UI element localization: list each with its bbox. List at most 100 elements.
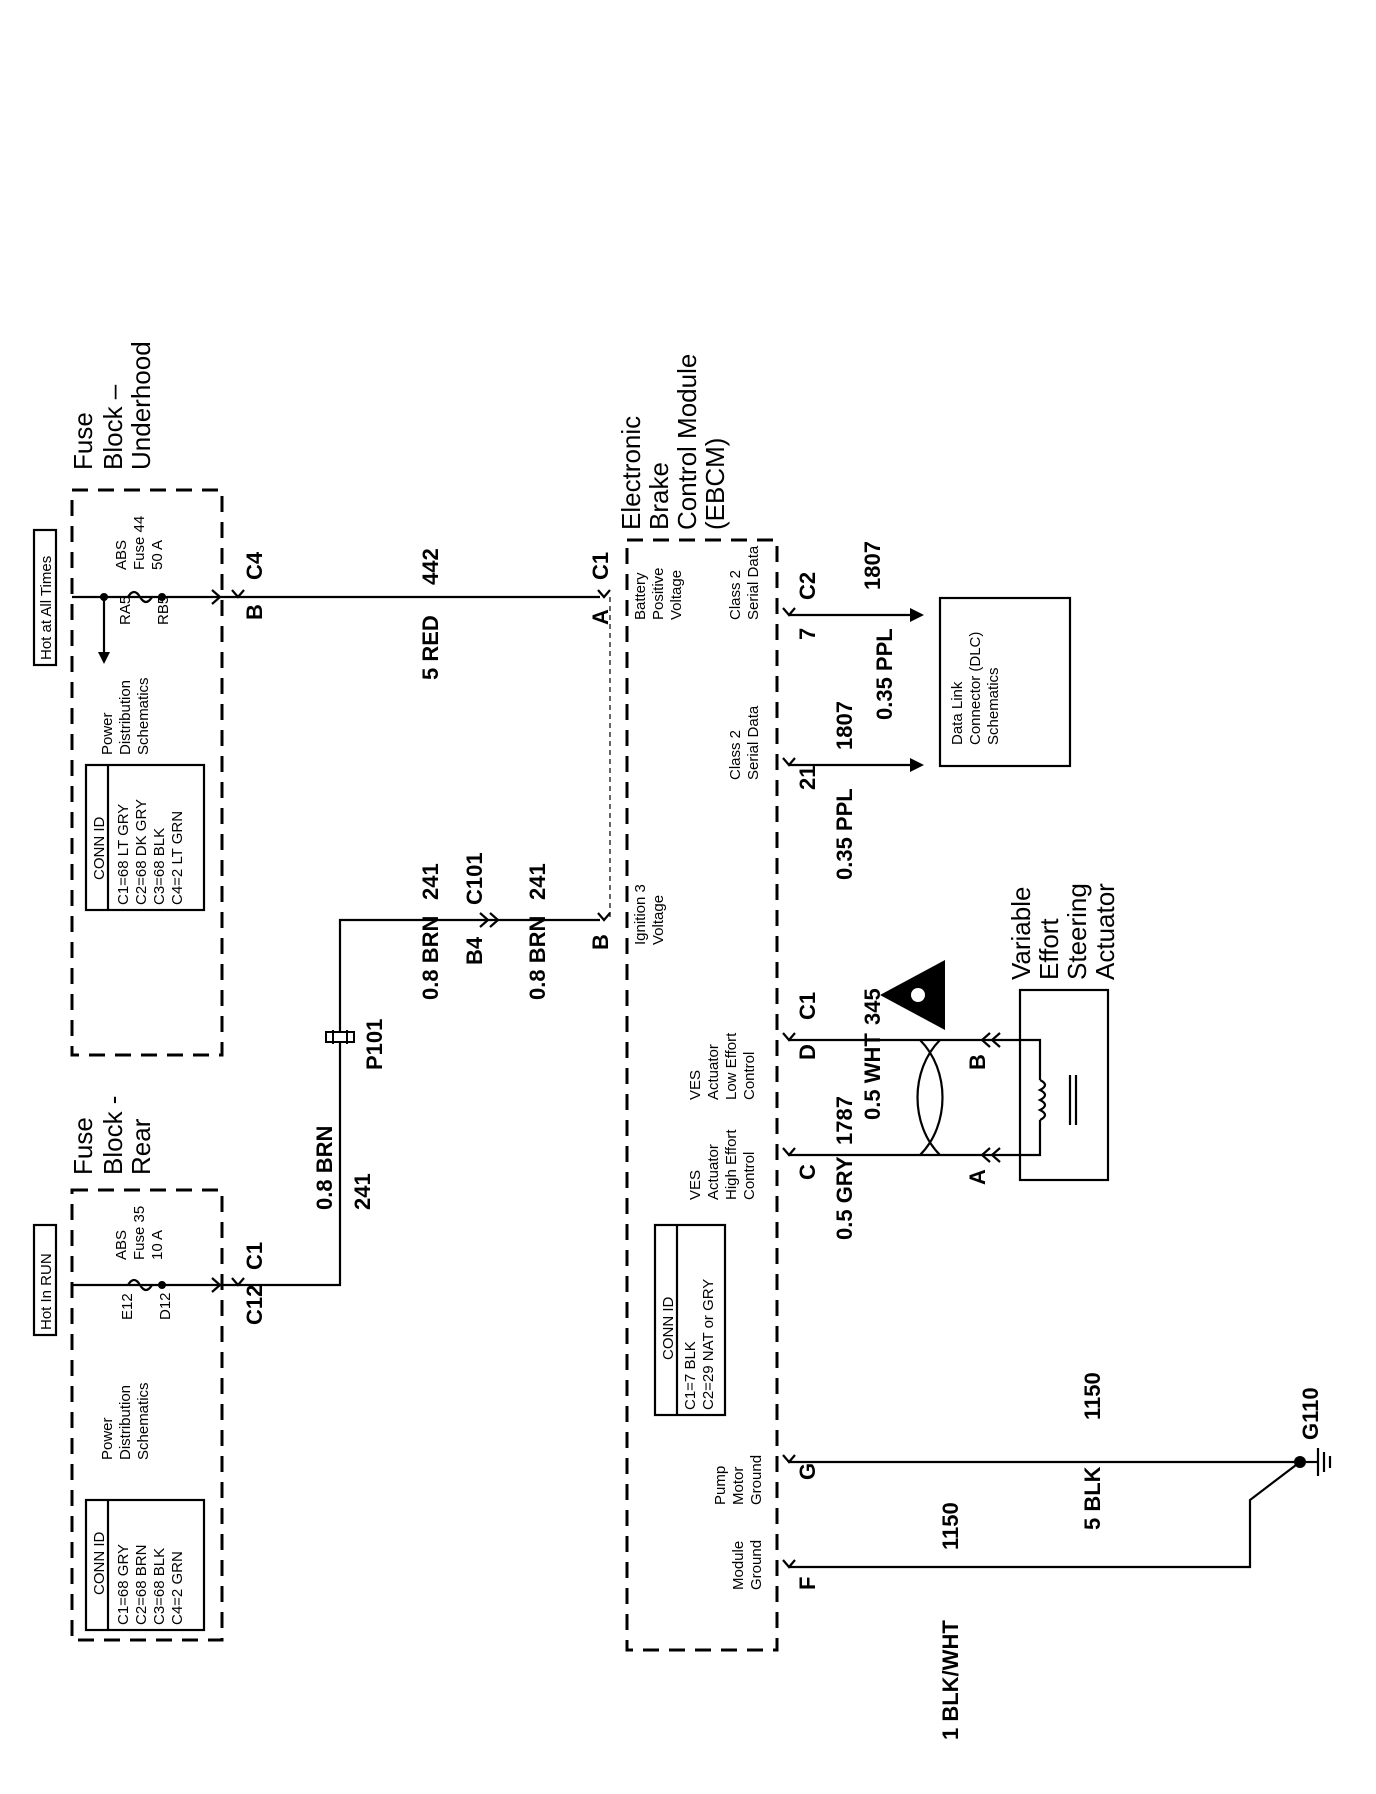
fuse-35-label-2: Fuse 35	[131, 1206, 148, 1260]
battery-voltage-2: Positive	[650, 567, 667, 620]
arrow-right-icon	[910, 758, 924, 772]
ebcm-c2: C2	[795, 572, 820, 600]
rear-pin-c12: C12	[242, 1285, 267, 1325]
wht-gauge: 0.5 WHT	[860, 1033, 885, 1120]
rear-conn-line-1: C1=68 GRY	[115, 1544, 132, 1625]
ebcm-title-4: (EBCM)	[700, 438, 730, 530]
ignition-2: Voltage	[650, 895, 667, 945]
connector-c4: C4	[242, 551, 267, 580]
rear-conn-line-2: C2=68 BRN	[133, 1545, 150, 1625]
blkwht-gauge: 1 BLK/WHT	[938, 1620, 963, 1740]
battery-voltage-1: Battery	[632, 572, 649, 620]
ppl-gauge-a: 0.35 PPL	[832, 788, 857, 880]
pin-fork-icon	[597, 589, 611, 599]
fuse-block-rear: Fuse Block - Rear Hot In RUN CONN ID C1=…	[32, 1096, 267, 1642]
actuator-connector-b-icon	[980, 1032, 1001, 1048]
battery-voltage-3: Voltage	[668, 570, 685, 620]
actuator-pin-b: B	[965, 1054, 990, 1070]
pump-ground-1: Pump	[712, 1466, 729, 1505]
fuse-block-rear-title-2: Block -	[98, 1096, 128, 1175]
fuse-44-label-2: Fuse 44	[131, 516, 148, 570]
brn-gauge-low: 0.8 BRN	[312, 1126, 337, 1210]
fuse-block-underhood-outline	[70, 488, 224, 1057]
actuator-box	[1018, 988, 1110, 1182]
arrow-right-icon	[910, 608, 924, 622]
rear-connector-c1: C1	[242, 1242, 267, 1270]
ppl-circuit-b: 1807	[860, 541, 885, 590]
fuse-44-icon	[127, 590, 153, 604]
ebcm-outline	[625, 538, 779, 1652]
ebcm-c1-mid: C1	[795, 992, 820, 1020]
ebcm-conn-id-title: CONN ID	[660, 1297, 677, 1361]
underhood-power-dist-2: Distribution	[117, 680, 134, 755]
underhood-conn-line-2: C2=68 DK GRY	[133, 799, 150, 905]
ves-low-2: Actuator	[705, 1044, 722, 1100]
ra5-label: RA5	[117, 596, 134, 625]
dlc-box	[938, 596, 1072, 768]
class2-b-1: Class 2	[727, 570, 744, 620]
ves-high-1: VES	[687, 1170, 704, 1200]
b4-label: B4	[462, 936, 487, 965]
underhood-conn-line-4: C4=2 LT GRN	[169, 811, 186, 905]
brn-circuit-mid: 241	[525, 863, 550, 900]
connector-chevron-icon	[211, 1277, 222, 1293]
ves-low-3: Low Effort	[723, 1032, 740, 1100]
underhood-conn-id-title: CONN ID	[91, 817, 108, 881]
blk-gauge: 5 BLK	[1080, 1466, 1105, 1530]
rear-power-dist-2: Distribution	[117, 1385, 134, 1460]
rear-conn-line-4: C4=2 GRN	[169, 1551, 186, 1625]
ebcm-conn-line-2: C2=29 NAT or GRY	[700, 1279, 717, 1410]
fuse-block-rear-title-3: Rear	[126, 1118, 156, 1175]
rb5-label: RB5	[155, 596, 172, 625]
ignition-1: Ignition 3	[632, 884, 649, 945]
fuse-block-rear-title-1: Fuse	[68, 1117, 98, 1175]
ves-high-4: Control	[741, 1152, 758, 1200]
brn-gauge-mid: 0.8 BRN	[525, 916, 550, 1000]
ves-high-3: High Effort	[723, 1129, 740, 1200]
brn-circuit-top: 241	[418, 863, 443, 900]
ebcm-pin-a: A	[588, 609, 613, 625]
ebcm-pin-7: 7	[795, 628, 820, 640]
ppl-gauge-b: 0.35 PPL	[872, 628, 897, 720]
wire-241-brn	[222, 918, 600, 1287]
rear-conn-id-box	[84, 1498, 206, 1632]
fuse-block-underhood-title-3: Underhood	[126, 341, 156, 470]
rear-conn-line-3: C3=68 BLK	[151, 1548, 168, 1625]
actuator-connector-a-icon	[980, 1147, 1001, 1163]
ebcm-pin-c: C	[795, 1164, 820, 1180]
variable-effort-steering-actuator: B A Variable Effort Steering Actuator	[965, 883, 1120, 1185]
ebcm-title-3: Control Module	[672, 354, 702, 530]
c101-label: C101	[462, 852, 487, 905]
actuator-title-3: Steering	[1062, 883, 1092, 980]
brn-gauge-top: 0.8 BRN	[418, 916, 443, 1000]
ebcm-module: Electronic Brake Control Module (EBCM) A…	[588, 354, 779, 1652]
underhood-pin-b: B	[242, 604, 267, 620]
ebcm-title-2: Brake	[644, 462, 674, 530]
ebcm-conn-id-box	[653, 1223, 727, 1417]
actuator-title-2: Effort	[1034, 918, 1064, 980]
fuse-35-label-1: ABS	[113, 1230, 130, 1260]
ebcm-pin-d: D	[795, 1044, 820, 1060]
underhood-conn-line-1: C1=68 LT GRY	[115, 804, 132, 905]
ves-low-1: VES	[687, 1070, 704, 1100]
class2-a-2: Serial Data	[745, 705, 762, 780]
fuse-block-rear-outline	[70, 1188, 224, 1642]
pump-ground-2: Motor	[730, 1467, 747, 1505]
red-gauge-label: 5 RED	[418, 615, 443, 680]
hot-in-run-box	[32, 1223, 58, 1337]
gry-circuit: 1787	[832, 1096, 857, 1145]
fuse-44-label-3: 50 A	[149, 540, 166, 570]
dlc-line-3: Schematics	[985, 667, 1002, 745]
fuse-35-icon	[127, 1278, 153, 1292]
fuse-block-underhood-title-2: Block –	[98, 384, 128, 470]
ebcm-c1-top: C1	[588, 552, 613, 580]
ebcm-conn-line-1: C1=7 BLK	[682, 1341, 699, 1410]
ves-high-2: Actuator	[705, 1144, 722, 1200]
ppl-circuit-a: 1807	[832, 701, 857, 750]
dlc-line-1: Data Link	[949, 681, 966, 745]
actuator-title-1: Variable	[1006, 887, 1036, 980]
coil-icon	[1037, 1079, 1047, 1121]
underhood-power-dist-1: Power	[99, 712, 116, 755]
